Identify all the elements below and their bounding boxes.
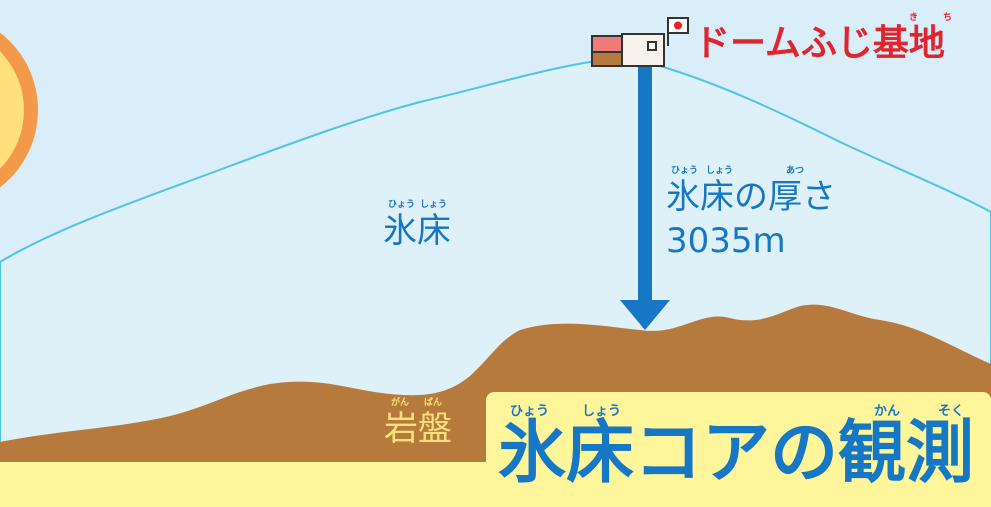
title-ruby-4: そく [938,404,965,419]
station-name-ruby-2: ち [943,13,953,23]
station-name-ruby-1: き [909,13,919,23]
station-name: ドームふじ基地 [694,23,945,64]
ice-sheet-label: 氷床 [383,211,451,251]
bedrock-label-ruby-2: ばん [424,398,443,408]
ice-label-ruby-1: ひょう [388,200,416,210]
title-ruby-3: かん [874,404,901,419]
thickness-label: 氷床の厚さ [666,177,836,217]
ice-label-ruby-2: しょう [420,200,448,210]
bedrock-label: 岩盤 [384,409,452,449]
station-building-icon [591,33,665,67]
page-title: 氷床コアの観測 [498,414,975,493]
thickness-value: 3035m [666,221,786,261]
thickness-ruby-2: しょう [706,166,734,176]
title-ruby-2: しょう [582,404,622,419]
title-highlight [486,392,991,507]
thickness-ruby-3: あつ [786,166,805,176]
thickness-ruby-1: ひょう [671,166,699,176]
title-ruby-1: ひょう [510,404,550,419]
japan-flag-icon [667,17,689,46]
sun-icon [0,32,38,188]
bedrock-label-ruby-1: がん [391,398,410,408]
thickness-arrow [620,66,670,330]
